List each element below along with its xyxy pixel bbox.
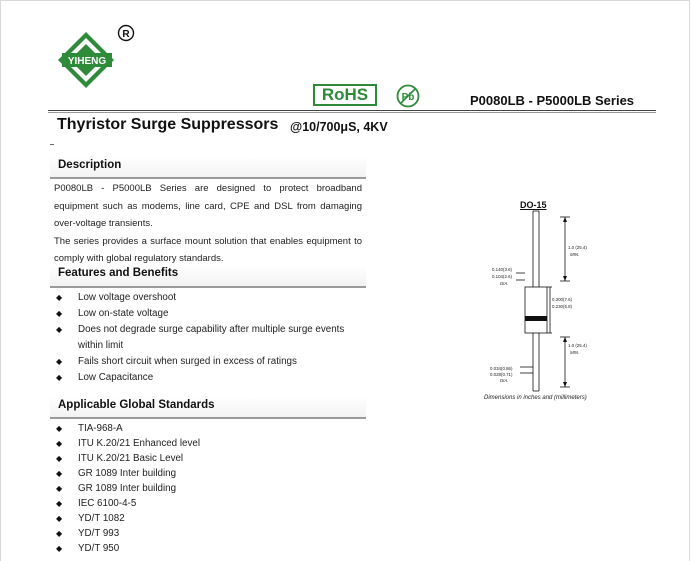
description-paragraph-1: P0080LB - P5000LB Series are designed to…: [54, 183, 362, 229]
bullet-icon: ◆: [56, 325, 63, 334]
lead-dia-label: DIA.: [500, 281, 509, 286]
lead-top-min: MIN.: [570, 252, 579, 257]
list-item: ◆ITU K.20/21 Enhanced level: [56, 438, 200, 449]
bullet-icon: ◆: [56, 454, 63, 463]
pb-text: Pb: [402, 92, 415, 103]
series-label: P0080LB - P5000LB Series: [470, 93, 635, 108]
list-item: ◆Fails short circuit when surged in exce…: [54, 354, 364, 370]
bullet-icon: ◆: [56, 514, 63, 523]
lead-top-length: 1.0 (25.4): [568, 245, 587, 250]
standards-heading-bar: Applicable Global Standards: [50, 397, 366, 419]
list-item: ◆GR 1089 Inter building: [56, 483, 177, 494]
registered-mark: R: [122, 29, 130, 40]
bullet-icon: ◆: [56, 424, 63, 433]
list-item: ◆YD/T 950: [56, 543, 120, 554]
description-paragraph-2: The series provides a surface mount solu…: [54, 235, 362, 265]
description-heading-bar: Description: [50, 157, 366, 179]
lead-bottom-length: 1.0 (25.4): [568, 343, 587, 348]
list-item: ◆GR 1089 Inter building: [56, 468, 177, 479]
standards-list: ◆TIA-968-A ◆ITU K.20/21 Enhanced level ◆…: [54, 421, 354, 556]
list-item: ◆ITU K.20/21 Basic Level: [56, 453, 184, 464]
bullet-icon: ◆: [56, 529, 63, 538]
list-item: ◆TIA-968-A: [56, 423, 123, 434]
bullet-icon: ◆: [56, 469, 63, 478]
body-length-min: 0.230(5.8): [552, 304, 573, 309]
bullet-icon: ◆: [56, 373, 63, 382]
yiheng-logo: YIHENG R: [58, 24, 135, 88]
header-rule: [48, 110, 656, 111]
lead-dia-min: 0.104(2.6): [492, 274, 513, 279]
lead-bottom-min: MIN.: [570, 350, 579, 355]
features-heading: Features and Benefits: [58, 267, 179, 279]
list-item: ◆Low on-state voltage: [54, 306, 364, 322]
logo-text: YIHENG: [68, 56, 107, 67]
bullet-icon: ◆: [56, 357, 63, 366]
rohs-badge: RoHS: [313, 84, 377, 106]
wire-dia-max: 0.034(0.86): [490, 366, 513, 371]
package-label: DO-15: [520, 200, 547, 210]
features-heading-bar: Features and Benefits: [50, 266, 366, 288]
bullet-icon: ◆: [56, 293, 63, 302]
body-length-max: 0.300(7.6): [552, 297, 573, 302]
page-subtitle: @10/700μS, 4KV: [290, 120, 388, 134]
standards-heading: Applicable Global Standards: [58, 399, 215, 411]
description-body: P0080LB - P5000LB Series are designed to…: [54, 180, 362, 268]
package-outline-drawing: 1.0 (25.4) MIN. 0.140(3.6) 0.104(2.6) DI…: [490, 210, 587, 392]
wire-dia-label: DIA.: [500, 378, 509, 383]
lead-dia-max: 0.140(3.6): [492, 267, 513, 272]
description-heading: Description: [58, 159, 122, 171]
diagram-caption: Dimensions in inches and (millimeters): [484, 395, 587, 401]
list-item: ◆YD/T 1082: [56, 513, 125, 524]
wire-dia-min: 0.028(0.71): [490, 372, 513, 377]
lead-free-icon: Pb: [396, 84, 420, 108]
list-item: ◆YD/T 993: [56, 528, 120, 539]
list-item: ◆Does not degrade surge capability after…: [56, 324, 345, 351]
features-list: ◆Low voltage overshoot ◆Low on-state vol…: [54, 290, 364, 386]
bullet-icon: ◆: [56, 544, 63, 553]
bullet-icon: ◆: [56, 484, 63, 493]
bullet-icon: ◆: [56, 439, 63, 448]
list-item: ◆Low Capacitance: [54, 370, 364, 386]
list-item: ◆Low voltage overshoot: [54, 290, 364, 306]
divider: [50, 144, 54, 145]
cathode-band: [525, 316, 547, 321]
bullet-icon: ◆: [56, 309, 63, 318]
page-title: Thyristor Surge Suppressors: [57, 116, 279, 133]
bullet-icon: ◆: [56, 499, 63, 508]
list-item: ◆IEC 6100-4-5: [56, 498, 137, 509]
header-rule-secondary: [48, 112, 656, 113]
